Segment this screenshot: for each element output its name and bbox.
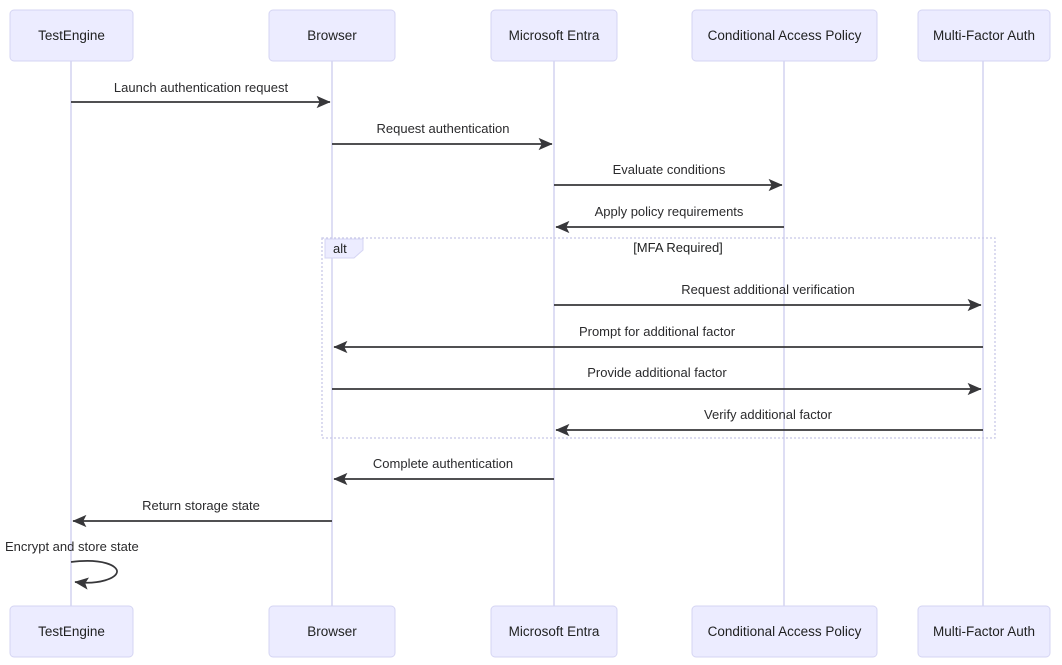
message-request-authentication: Request authentication — [332, 121, 553, 151]
message-evaluate-conditions: Evaluate conditions — [554, 162, 783, 192]
actor-box[interactable] — [917, 605, 1051, 658]
actors-top: TestEngine Browser Microsoft Entra Condi… — [9, 9, 1051, 62]
actor-box[interactable] — [691, 9, 878, 62]
message-label: Apply policy requirements — [595, 204, 744, 219]
message-label: Request additional verification — [681, 282, 854, 297]
self-message-encrypt-and-store-state: Encrypt and store state — [5, 539, 139, 590]
actor-top-entra[interactable]: Microsoft Entra — [490, 9, 618, 62]
self-message-label: Encrypt and store state — [5, 539, 139, 554]
message-label: Complete authentication — [373, 456, 513, 471]
actor-box[interactable] — [268, 605, 396, 658]
actor-bottom-mfa[interactable]: Multi-Factor Auth — [917, 605, 1051, 658]
message-label: Return storage state — [142, 498, 260, 513]
actor-top-browser[interactable]: Browser — [268, 9, 396, 62]
alt-block: alt [MFA Required] — [321, 237, 996, 439]
self-message-loop — [70, 560, 118, 590]
messages-group: Launch authentication request Request au… — [5, 80, 983, 590]
message-label: Evaluate conditions — [613, 162, 726, 177]
message-prompt-for-additional-factor: Prompt for additional factor — [333, 324, 983, 354]
message-return-storage-state: Return storage state — [72, 498, 332, 528]
actor-label: TestEngine — [38, 28, 105, 43]
actor-label: Microsoft Entra — [509, 28, 600, 43]
actor-bottom-browser[interactable]: Browser — [268, 605, 396, 658]
actor-label: Multi-Factor Auth — [933, 28, 1035, 43]
actor-label: Browser — [307, 28, 357, 43]
actor-label: Multi-Factor Auth — [933, 624, 1035, 639]
message-provide-additional-factor: Provide additional factor — [332, 365, 982, 396]
message-apply-policy-requirements: Apply policy requirements — [555, 204, 784, 234]
message-verify-additional-factor: Verify additional factor — [555, 407, 983, 437]
message-launch-authentication-request: Launch authentication request — [71, 80, 331, 109]
message-label: Prompt for additional factor — [579, 324, 736, 339]
alt-block-border — [321, 237, 996, 439]
actor-top-testengine[interactable]: TestEngine — [9, 9, 134, 62]
actor-box[interactable] — [9, 9, 134, 62]
actor-box[interactable] — [268, 9, 396, 62]
actor-box[interactable] — [490, 605, 618, 658]
actor-box[interactable] — [490, 9, 618, 62]
message-label: Launch authentication request — [114, 80, 289, 95]
actor-box[interactable] — [9, 605, 134, 658]
actor-box[interactable] — [691, 605, 878, 658]
actor-bottom-entra[interactable]: Microsoft Entra — [490, 605, 618, 658]
alt-block-tag-label: alt — [333, 241, 347, 256]
actors-bottom: TestEngine Browser Microsoft Entra Condi… — [9, 605, 1051, 658]
actor-label: Microsoft Entra — [509, 624, 600, 639]
message-request-additional-verification: Request additional verification — [554, 282, 982, 312]
message-label: Request authentication — [377, 121, 510, 136]
actor-label: Conditional Access Policy — [708, 28, 862, 43]
actor-bottom-policy[interactable]: Conditional Access Policy — [691, 605, 878, 658]
actor-label: Conditional Access Policy — [708, 624, 862, 639]
message-label: Verify additional factor — [704, 407, 833, 422]
actor-label: TestEngine — [38, 624, 105, 639]
message-complete-authentication: Complete authentication — [333, 456, 554, 486]
lifelines-group — [70, 61, 984, 606]
alt-block-condition-label: [MFA Required] — [633, 240, 723, 255]
message-label: Provide additional factor — [587, 365, 727, 380]
actor-label: Browser — [307, 624, 357, 639]
actor-top-policy[interactable]: Conditional Access Policy — [691, 9, 878, 62]
actor-bottom-testengine[interactable]: TestEngine — [9, 605, 134, 658]
actor-top-mfa[interactable]: Multi-Factor Auth — [917, 9, 1051, 62]
alt-block-tag-shape — [324, 238, 364, 259]
actor-box[interactable] — [917, 9, 1051, 62]
